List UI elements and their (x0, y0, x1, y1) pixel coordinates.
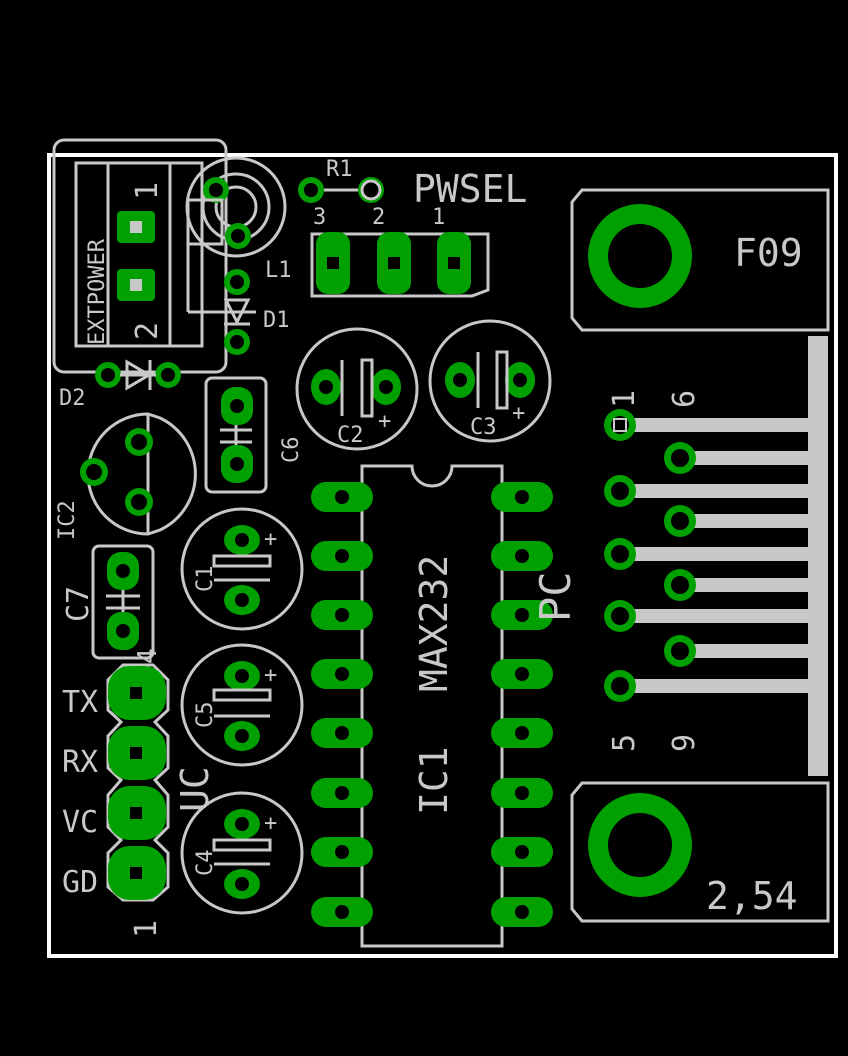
uc-header: 4 1 UC TX RX VC GD (62, 648, 217, 938)
vc-label: VC (62, 805, 98, 840)
board-outline (47, 153, 838, 958)
capacitor-c6: C6 (204, 376, 304, 494)
diode-d1: D1 (186, 244, 290, 355)
rx-label: RX (62, 745, 98, 780)
db9-pin9-label: 9 (667, 734, 702, 752)
jumper-l1: L1 3 2 1 (265, 205, 490, 298)
capacitor-c1: + C1 (180, 507, 304, 631)
c1-label: C1 (193, 566, 218, 593)
db9-mount-bottom: 2,54 (570, 781, 830, 923)
capacitor-c7: C7 (61, 544, 155, 660)
c2-plus: + (378, 409, 391, 434)
capacitor-c4: + C4 (180, 791, 304, 915)
c5-label: C5 (193, 702, 218, 729)
pwsel-label: PWSEL (413, 167, 527, 211)
c3-label: C3 (470, 415, 497, 440)
c3-plus: + (512, 401, 525, 426)
extpower-label: EXTPOWER (85, 238, 110, 345)
d1-label: D1 (263, 308, 290, 333)
ic2-label: IC2 (55, 500, 80, 540)
capacitor-top-left (185, 156, 287, 258)
gd-label: GD (62, 865, 98, 900)
l1-label: L1 (265, 258, 292, 283)
capacitor-c2: + C2 (295, 327, 419, 451)
db9-connector: 1 6 5 9 (604, 336, 828, 776)
c1-plus: + (264, 527, 277, 552)
c7-label: C7 (61, 586, 96, 622)
r1-label: R1 (326, 157, 353, 182)
db9-mount-top: F09 (570, 188, 830, 332)
header-pin1-label: 1 (129, 920, 164, 938)
c5-plus: + (264, 663, 277, 688)
c4-label: C4 (193, 850, 218, 877)
pitch-label: 2,54 (706, 874, 798, 918)
c2-label: C2 (337, 423, 364, 448)
tx-label: TX (62, 685, 98, 720)
d2-label: D2 (59, 386, 86, 411)
uc-label: UC (173, 766, 217, 812)
f09-label: F09 (734, 231, 803, 275)
capacitor-c5: + C5 (180, 643, 304, 767)
header-pin4-label: 4 (133, 648, 163, 664)
capacitor-c3: + C3 (428, 319, 552, 443)
pc-label: PC (531, 571, 580, 622)
diode-d2: D2 (59, 359, 181, 411)
ext-pin1-label: 1 (130, 182, 165, 200)
ic1-max232: MAX232 IC1 PC (311, 464, 580, 948)
db9-pin5-label: 5 (607, 734, 642, 752)
c4-plus: + (264, 811, 277, 836)
ext-pin2-label: 2 (130, 322, 165, 340)
jumper-pin1: 1 (432, 205, 445, 230)
jumper-pin2: 2 (372, 205, 385, 230)
db9-pin1-label: 1 (607, 390, 642, 408)
jumper-pin3: 3 (313, 205, 326, 230)
resistor-r1: R1 (298, 157, 384, 203)
db9-pin6-label: 6 (667, 390, 702, 408)
ic2-regulator: IC2 (55, 412, 197, 540)
extpower-connector: EXTPOWER 1 2 (52, 138, 228, 374)
c6-label: C6 (279, 437, 304, 464)
max232-label: MAX232 (412, 555, 456, 692)
ic1-label: IC1 (412, 746, 456, 815)
